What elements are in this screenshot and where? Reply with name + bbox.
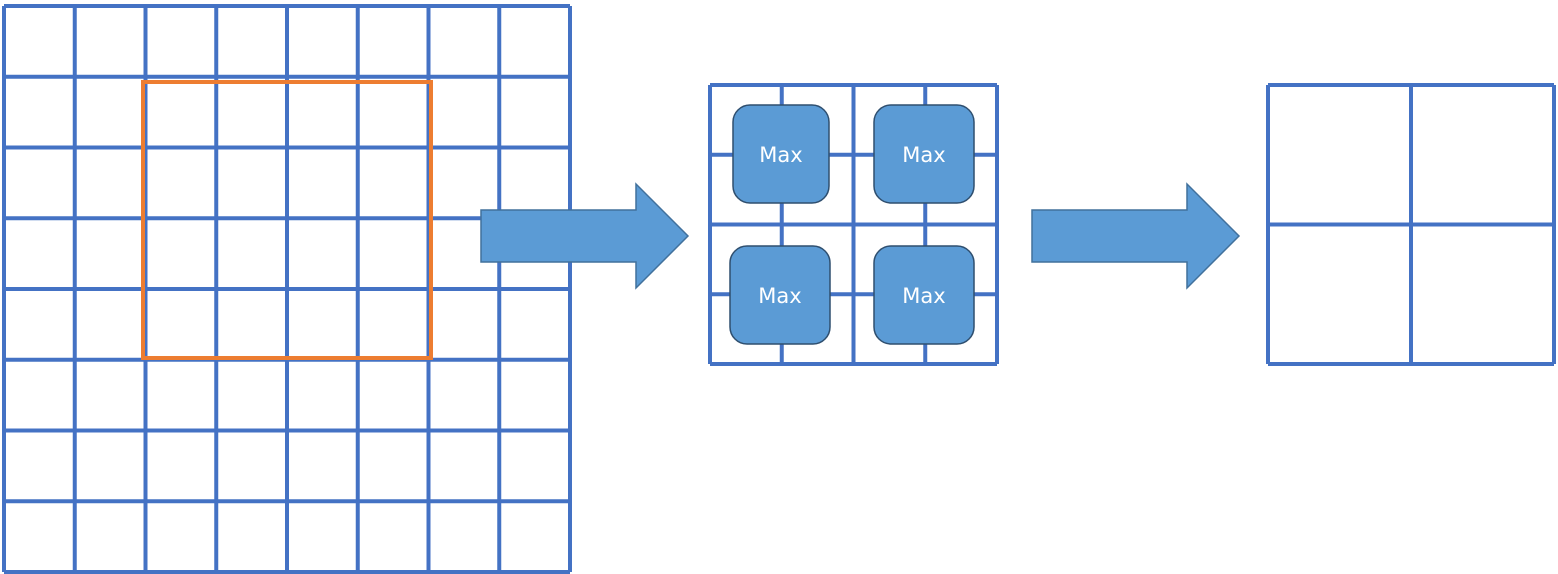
max-box: Max bbox=[873, 104, 975, 204]
max-label: Max bbox=[759, 143, 802, 167]
highlight-window bbox=[141, 80, 433, 360]
output-grid bbox=[1266, 83, 1556, 366]
input-grid bbox=[2, 4, 572, 574]
max-label: Max bbox=[902, 284, 945, 308]
max-label: Max bbox=[902, 143, 945, 167]
max-box: Max bbox=[732, 104, 830, 204]
max-box: Max bbox=[873, 245, 975, 345]
right-arrow-icon bbox=[1031, 182, 1241, 290]
max-label: Max bbox=[758, 284, 801, 308]
right-arrow-icon bbox=[480, 182, 690, 290]
max-box: Max bbox=[729, 245, 831, 345]
